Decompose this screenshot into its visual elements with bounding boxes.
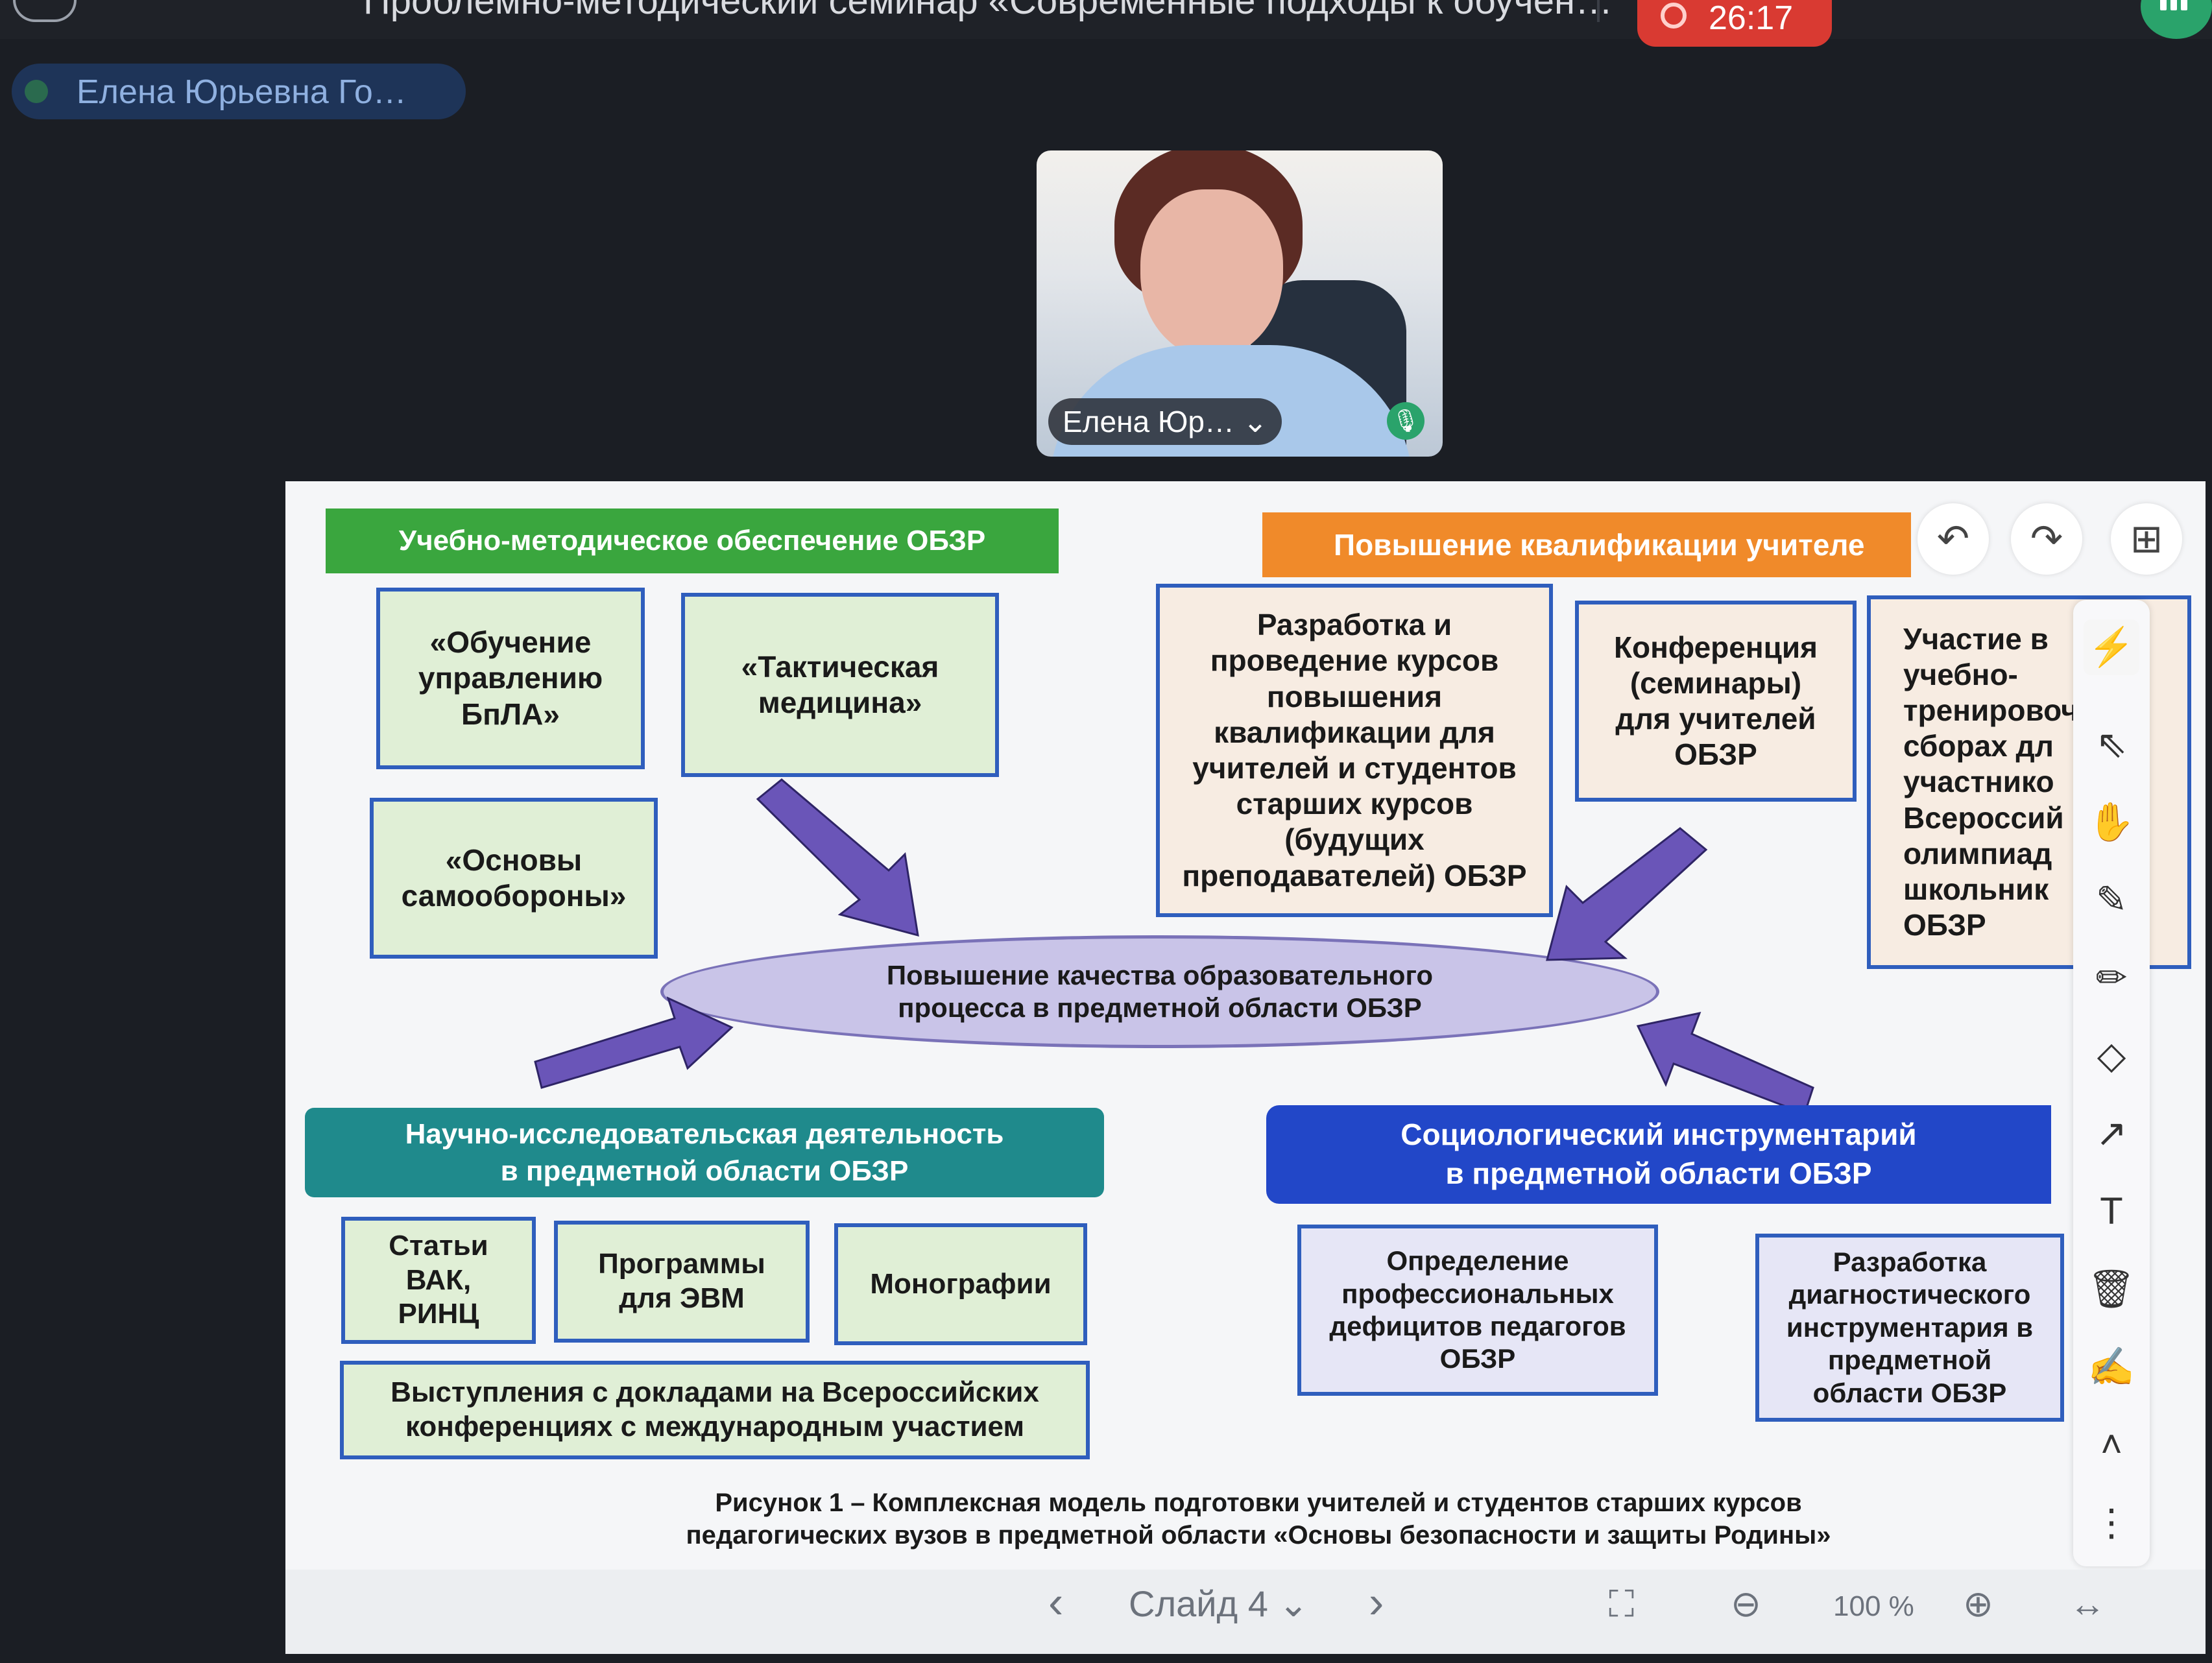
header-orange: Повышение квалификации учителе bbox=[1262, 512, 1911, 577]
meeting-title: Проблемно-методический семинар «Современ… bbox=[363, 0, 1613, 22]
participant-name: Елена Юр… bbox=[1063, 405, 1234, 438]
header-teal-text: Научно-исследовательская деятельность в … bbox=[405, 1118, 1004, 1187]
video-person-face bbox=[1140, 189, 1283, 358]
green-box-2: «Тактическая медицина» bbox=[681, 593, 999, 777]
edit-icon[interactable]: ✍ bbox=[2087, 1346, 2135, 1388]
text-icon[interactable]: T bbox=[2100, 1190, 2123, 1232]
orange-box-1: Разработка и проведение курсов повышения… bbox=[1156, 584, 1553, 917]
chart-icon[interactable]: ⛶ bbox=[1609, 1583, 1635, 1624]
header-orange-text: Повышение квалификации учителе bbox=[1334, 528, 1865, 562]
arrow-icon bbox=[1636, 1011, 1814, 1115]
header-green: Учебно-методическое обеспечение ОБЗР bbox=[326, 508, 1059, 573]
chevron-down-icon[interactable]: ⌄ bbox=[1242, 405, 1268, 438]
next-slide-icon[interactable]: › bbox=[1369, 1577, 1384, 1627]
header-blue: Социологический инструментарий в предмет… bbox=[1266, 1105, 2051, 1204]
research-box-2: Программы для ЭВМ bbox=[554, 1221, 810, 1343]
arrows-layer bbox=[534, 778, 1814, 1115]
green-box-1: «Обучение управлению БпЛА» bbox=[376, 588, 645, 769]
active-speaker-name: Елена Юрьевна Го… bbox=[77, 73, 407, 111]
research-box-3: Монографии bbox=[834, 1223, 1087, 1345]
zoom-level: 100 % bbox=[1833, 1590, 1914, 1622]
socio-box-2: Разработка диагностического инструментар… bbox=[1755, 1234, 2064, 1422]
slide-navigation: ‹ Слайд 4 ⌄ › ⛶ ⊖ 100 % ⊕ ↔ bbox=[285, 1570, 2206, 1654]
speaker-status-icon bbox=[25, 80, 48, 103]
eraser-icon[interactable]: ◇ bbox=[2097, 1035, 2126, 1077]
arrow-icon bbox=[1546, 827, 1708, 961]
trash-icon[interactable]: 🗑 bbox=[2087, 1268, 2135, 1310]
drawing-toolbar: ⚡ ⇖ ✋ ✎ ✏ ◇ ↗ T 🗑 ✍ ˄ ⋮ bbox=[2073, 600, 2150, 1566]
research-box-4: Выступления с докладами на Всероссийских… bbox=[340, 1361, 1090, 1459]
recording-badge[interactable]: 26:17 bbox=[1637, 0, 1832, 47]
more-icon[interactable]: ⋮ bbox=[2093, 1501, 2130, 1544]
top-bar: Проблемно-методический семинар «Современ… bbox=[0, 0, 2212, 47]
undo-icon[interactable]: ↶ bbox=[1917, 503, 1989, 575]
header-green-text: Учебно-методическое обеспечение ОБЗР bbox=[398, 525, 986, 556]
record-icon bbox=[1661, 3, 1687, 29]
collapse-icon[interactable]: ˄ bbox=[2100, 1424, 2122, 1466]
socio-box-1: Определение профессиональных дефицитов п… bbox=[1297, 1225, 1658, 1396]
orange-box-2: Конференция (семинары) для учителей ОБЗР bbox=[1575, 601, 1857, 802]
hand-icon[interactable]: ✋ bbox=[2087, 801, 2135, 843]
user-icon[interactable] bbox=[13, 0, 77, 22]
center-goal: Повышение качества образовательного проц… bbox=[660, 935, 1659, 1048]
mic-icon[interactable]: 🎙 bbox=[1387, 402, 1425, 440]
arrow-icon bbox=[756, 778, 919, 937]
redo-icon[interactable]: ↷ bbox=[2011, 503, 2082, 575]
header-blue-text: Социологический инструментарий в предмет… bbox=[1401, 1118, 1917, 1190]
apps-icon[interactable]: ⊞ bbox=[2111, 503, 2182, 575]
figure-caption: Рисунок 1 – Комплексная модель подготовк… bbox=[686, 1489, 1831, 1549]
pencil-icon[interactable]: ✏ bbox=[2095, 957, 2128, 999]
prev-slide-icon[interactable]: ‹ bbox=[1048, 1577, 1064, 1627]
green-box-3: «Основы самообороны» bbox=[370, 798, 658, 959]
slide-label: Слайд 4 bbox=[1129, 1583, 1268, 1624]
cursor-icon[interactable]: ⇖ bbox=[2095, 723, 2128, 765]
zoom-in-icon[interactable]: ⊕ bbox=[1963, 1583, 1993, 1624]
signal-icon[interactable] bbox=[2141, 0, 2212, 39]
participant-video[interactable]: Елена Юр… ⌄ 🎙 bbox=[1037, 150, 1443, 457]
fit-width-icon[interactable]: ↔ bbox=[2069, 1583, 2106, 1624]
presentation-slide: Учебно-методическое обеспечение ОБЗР Пов… bbox=[285, 481, 2206, 1646]
participant-label[interactable]: Елена Юр… ⌄ bbox=[1048, 398, 1282, 445]
chevron-down-icon: ⌄ bbox=[1278, 1583, 1309, 1624]
marker-icon[interactable]: ⚡ bbox=[2084, 619, 2139, 675]
highlighter-icon[interactable]: ✎ bbox=[2095, 879, 2128, 921]
slide-selector[interactable]: Слайд 4 ⌄ bbox=[1129, 1583, 1308, 1625]
divider bbox=[1597, 0, 1600, 22]
header-teal: Научно-исследовательская деятельность в … bbox=[305, 1108, 1104, 1197]
arrow-icon[interactable]: ↗ bbox=[2095, 1112, 2128, 1155]
zoom-out-icon[interactable]: ⊖ bbox=[1731, 1583, 1761, 1624]
research-box-1: Статьи ВАК, РИНЦ bbox=[341, 1217, 536, 1344]
active-speaker-pill[interactable]: Елена Юрьевна Го… bbox=[12, 64, 466, 119]
recording-time: 26:17 bbox=[1709, 0, 1794, 37]
arrow-icon bbox=[534, 996, 734, 1089]
